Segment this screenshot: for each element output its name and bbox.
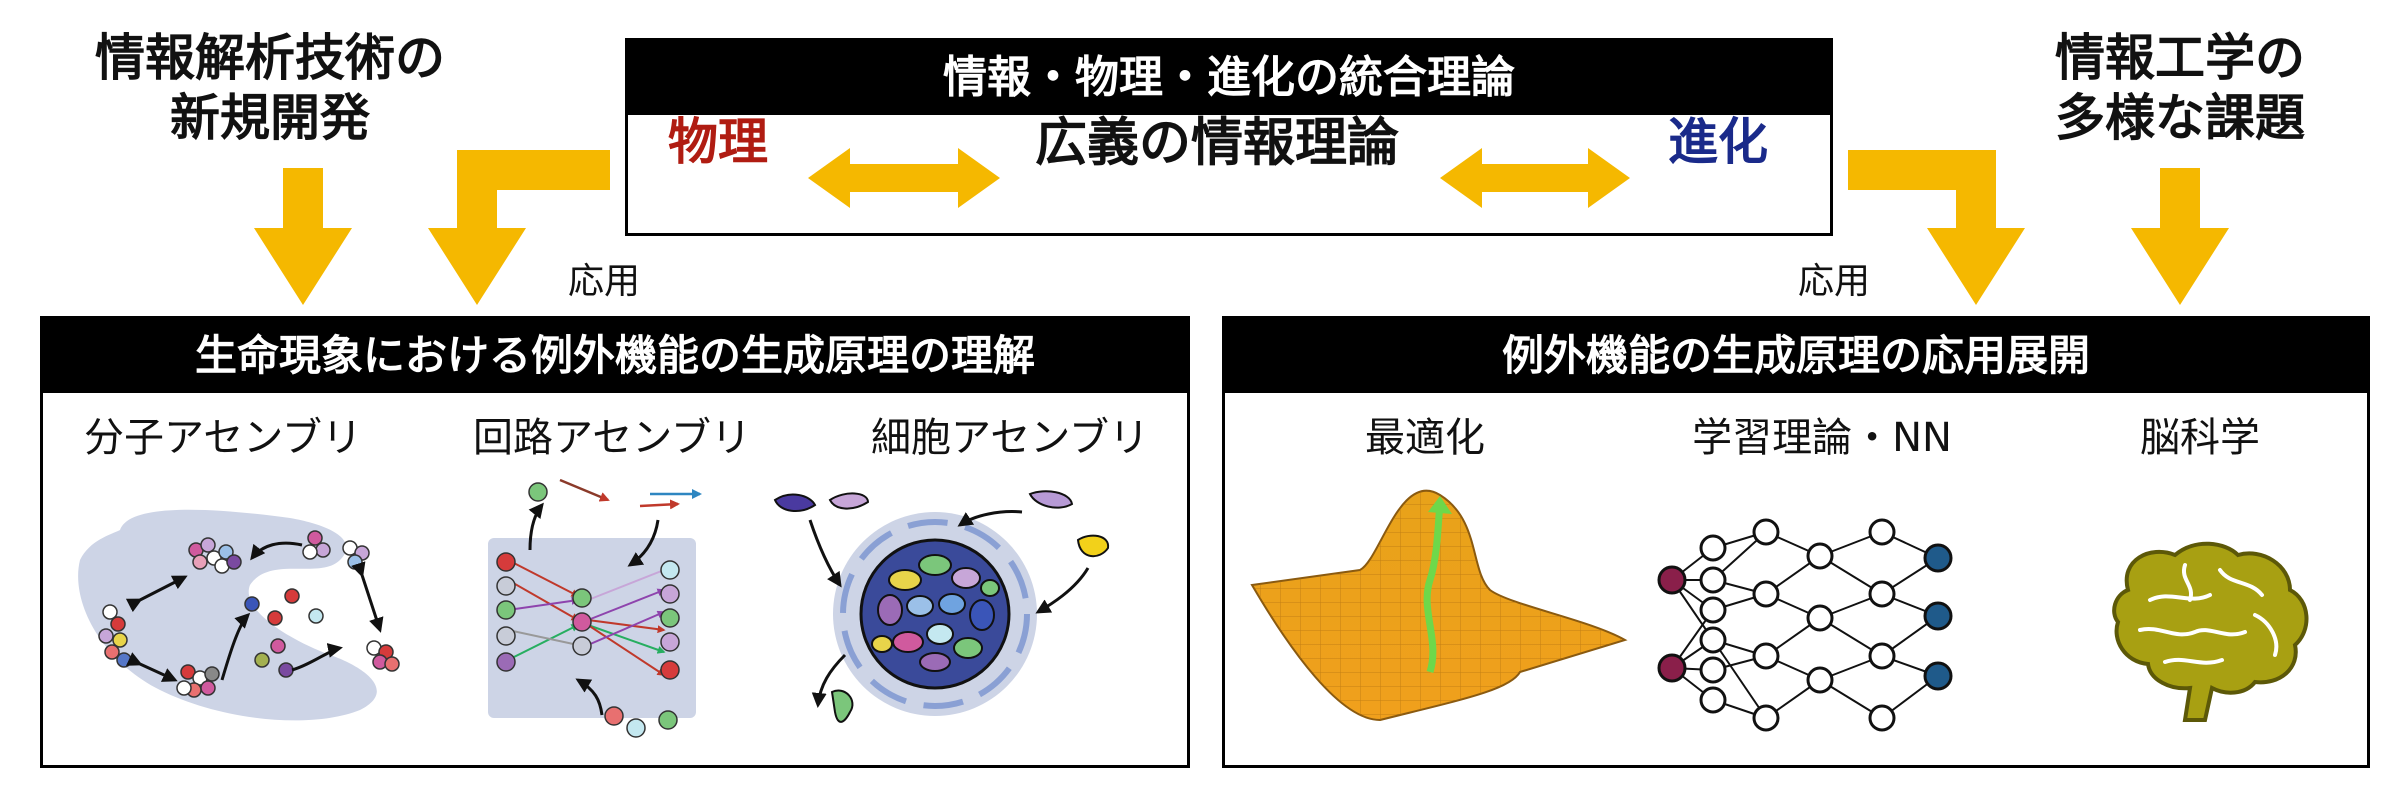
yellow-arrows (254, 148, 2229, 305)
left-source-line2: 新規開発 (170, 89, 370, 147)
right-source-line2: 多様な課題 (2055, 89, 2305, 147)
double-arrow-right (1440, 148, 1630, 208)
elbow-arrow-left (428, 150, 610, 305)
cell-assembly-illustration (773, 490, 1110, 723)
neuroscience-label: 脳科学 (2140, 415, 2260, 461)
optimization-surface-illustration (1250, 489, 1628, 722)
elbow-arrow-right (1848, 150, 2025, 305)
brain-icon (2112, 541, 2309, 722)
double-arrow-left (808, 148, 1000, 208)
molecular-assembly-label: 分子アセンブリ (84, 415, 362, 461)
evolution-term: 進化 (1668, 113, 1768, 171)
neural-network-illustration (1657, 518, 1953, 732)
right-panel-title: 例外機能の生成原理の応用展開 (1225, 319, 2367, 393)
right-source-line1: 情報工学の (2055, 29, 2305, 87)
physics-term: 物理 (668, 113, 768, 171)
apply-label-left: 応用 (568, 261, 641, 302)
left-panel-title: 生命現象における例外機能の生成原理の理解 (43, 319, 1187, 393)
cell-assembly-label: 細胞アセンブリ (871, 415, 1149, 461)
down-arrow-left-1 (254, 168, 352, 305)
molecular-assembly-illustration (78, 509, 400, 721)
left-source-title: 情報解析技術の 新規開発 (60, 28, 480, 148)
unified-theory-title: 情報・物理・進化の統合理論 (628, 41, 1830, 115)
information-theory-term: 広義の情報理論 (1035, 113, 1400, 174)
learning-theory-label: 学習理論・NN (1692, 415, 1952, 461)
circuit-assembly-label: 回路アセンブリ (473, 415, 751, 461)
down-arrow-right-1 (2131, 168, 2229, 305)
left-source-line1: 情報解析技術の (95, 29, 445, 87)
unified-theory-box: 情報・物理・進化の統合理論 (625, 38, 1833, 236)
right-source-title: 情報工学の 多様な課題 (2010, 28, 2350, 148)
circuit-assembly-illustration (488, 478, 702, 738)
apply-label-right: 応用 (1798, 261, 1871, 302)
optimization-label: 最適化 (1365, 415, 1485, 461)
